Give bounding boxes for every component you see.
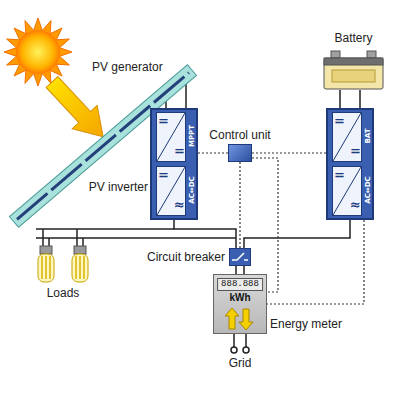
meter-arrows: [214, 306, 264, 332]
control-signal-line: [252, 152, 326, 153]
sun-disc: [16, 30, 60, 74]
battery-lid: [324, 58, 383, 65]
bus-lines: [36, 229, 236, 246]
grid-label: Grid: [229, 356, 252, 370]
power-wire: [340, 90, 360, 108]
vertical-label: AC⇔DC: [188, 176, 197, 203]
component-label: Energy meter: [270, 317, 342, 331]
converter-symbol: ≈: [174, 198, 185, 212]
component-label: Circuit breaker: [147, 250, 225, 264]
converter-symbol: =: [174, 144, 185, 158]
diagonal-line: [333, 113, 361, 161]
power-wire: [236, 266, 244, 274]
circuit-breaker: Circuit breaker: [229, 248, 251, 266]
battery-body: [324, 58, 383, 89]
lamp: [38, 246, 54, 282]
diagonal-line: [157, 167, 185, 215]
converter-symbol: ≈: [350, 198, 361, 212]
sun: [4, 18, 72, 86]
battery-icon: [322, 48, 385, 90]
control-unit: Control unit: [228, 144, 252, 162]
switch-symbol: [230, 249, 250, 265]
vertical-label: AC⇔DC: [364, 176, 373, 203]
control-signal-line: [198, 152, 228, 153]
diagonal-line: [333, 167, 361, 215]
terminal: [367, 51, 376, 58]
grid-terminals: [231, 334, 249, 353]
panel-label: PV generator: [92, 60, 163, 74]
arrow-down: [239, 309, 253, 330]
loads-label: Loads: [47, 286, 80, 300]
terminal: [331, 51, 340, 58]
power-wire: [174, 220, 236, 248]
component-label: PV inverter: [89, 180, 148, 194]
meter-display: 888.888: [217, 278, 263, 291]
meter-unit: kWh: [229, 292, 250, 304]
power-wire: [244, 220, 350, 248]
diagonal-line: [157, 113, 185, 161]
converter-symbol: =: [334, 168, 345, 182]
battery-sticker: [332, 70, 375, 82]
vertical-label: MPPT: [188, 125, 197, 147]
lamp: [72, 246, 88, 282]
energy-meter: 888.888kWhEnergy meter: [213, 274, 267, 334]
pv-inverter: PV inverter===≈MPPTAC⇔DC: [150, 108, 198, 220]
pv-panel: [9, 65, 196, 228]
component-label: Battery: [334, 31, 372, 45]
converter-symbol: =: [158, 168, 169, 182]
arrow-up: [225, 308, 239, 329]
converter-symbol: =: [334, 114, 345, 128]
converter-symbol: =: [350, 144, 361, 158]
control-signal-line: [239, 162, 240, 248]
component-label: Control unit: [209, 128, 270, 142]
converter-symbol: =: [158, 114, 169, 128]
vertical-label: BAT: [364, 129, 373, 144]
battery-inverter: = = = ≈ BAT AC⇔DC: [326, 108, 374, 220]
sun-rays: [4, 18, 72, 86]
control-signal-line: [252, 158, 278, 292]
battery: Battery: [322, 48, 385, 90]
switch-line: [232, 253, 248, 260]
